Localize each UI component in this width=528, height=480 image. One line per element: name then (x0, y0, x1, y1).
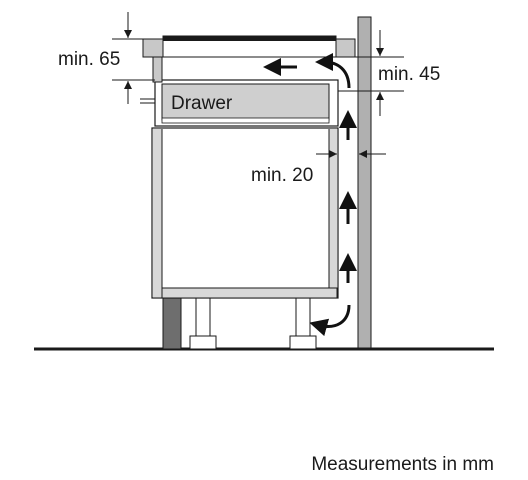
cabinet (151, 127, 339, 299)
dimension-min-45: min. 45 (338, 30, 440, 116)
cabinet-leg (289, 297, 317, 350)
drawer: Drawer (140, 79, 339, 127)
measurements-note: Measurements in mm (311, 454, 494, 475)
cooktop (162, 35, 337, 58)
min-45-label: min. 45 (378, 64, 440, 85)
min-65-label: min. 65 (58, 49, 120, 70)
plinth (162, 297, 182, 350)
airflow-arrow (309, 304, 351, 337)
cabinet-leg (189, 297, 217, 350)
drawer-label: Drawer (171, 93, 233, 114)
airflow-arrow (315, 53, 351, 89)
min-20-label: min. 20 (251, 165, 313, 186)
dimension-min-65: min. 65 (58, 12, 155, 104)
airflow-arrows (263, 53, 357, 337)
wall (357, 16, 372, 349)
dimension-min-20: min. 20 (251, 150, 386, 186)
